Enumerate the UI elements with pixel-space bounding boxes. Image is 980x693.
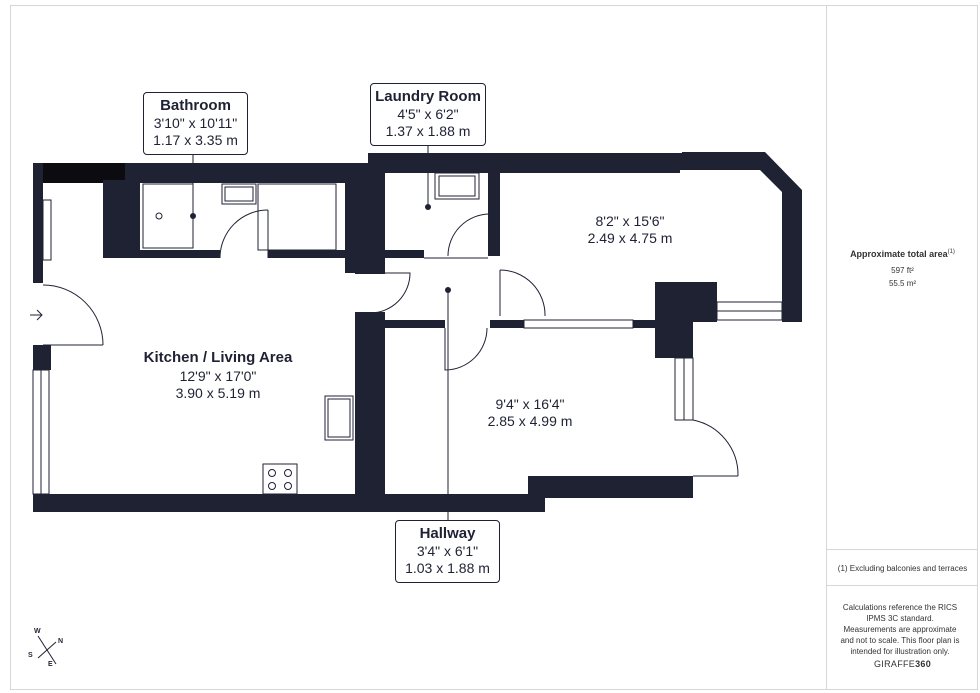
wall-segment — [33, 345, 51, 370]
wall-segment — [368, 153, 384, 273]
measure-points — [190, 204, 451, 293]
wall-segment — [498, 152, 802, 322]
sidebar-divider — [826, 5, 827, 690]
room-name: Bathroom — [160, 97, 231, 114]
room-dimensions-imperial: 4'5" x 6'2" — [397, 106, 459, 122]
room-dimensions-metric: 1.17 x 3.35 m — [153, 132, 238, 148]
wall-segment — [488, 163, 500, 256]
wall-segment — [660, 476, 693, 498]
brand-logo: GIRAFFE360 — [830, 659, 975, 669]
kitchen-living-label: Kitchen / Living Area 12'9" x 17'0" 3.90… — [128, 348, 308, 402]
room-dimensions-imperial: 3'10" x 10'11" — [153, 115, 238, 131]
wall-segment — [384, 250, 424, 258]
wall-segment — [33, 494, 363, 512]
wall-segment — [528, 476, 693, 498]
brand-suffix: 360 — [915, 659, 932, 669]
room-dimensions-imperial: 12'9" x 17'0" — [179, 368, 257, 384]
hallway-label: Hallway 3'4" x 6'1" 1.03 x 1.88 m — [395, 520, 500, 583]
compass-east: E — [48, 661, 53, 668]
page-frame — [10, 5, 978, 690]
footnote: (1) Excluding balconies and terraces — [837, 564, 968, 573]
wall-segment — [633, 320, 663, 328]
wall-segment — [33, 163, 43, 283]
disclaimer: Calculations reference the RICS IPMS 3C … — [840, 603, 960, 656]
laundry-room-label: Laundry Room 4'5" x 6'2" 1.37 x 1.88 m — [370, 83, 486, 146]
wall-segment — [368, 153, 498, 173]
reception-label: 9'4" x 16'4" 2.85 x 4.99 m — [470, 396, 590, 430]
room-name: Hallway — [419, 525, 476, 542]
wall-segment — [268, 250, 356, 258]
total-area-sqft: 597 ft² — [891, 266, 914, 275]
compass-west: W — [34, 628, 41, 635]
room-dimensions-metric: 2.85 x 4.99 m — [487, 413, 573, 429]
compass-north: N — [58, 638, 64, 645]
room-dimensions-metric: 3.90 x 5.19 m — [175, 385, 261, 401]
room-dimensions-imperial: 3'4" x 6'1" — [416, 543, 479, 559]
total-area-title-text: Approximate total area — [850, 249, 948, 259]
room-dimensions-imperial: 8'2" x 15'6" — [595, 213, 665, 229]
total-area-sqm: 55.5 m² — [888, 279, 917, 288]
compass-south: S — [28, 652, 33, 659]
sidebar-separator-top — [827, 549, 978, 550]
wall-segment — [490, 320, 524, 328]
bedroom-label: 8'2" x 15'6" 2.49 x 4.75 m — [570, 213, 690, 247]
compass-icon: W N S E — [28, 628, 68, 672]
room-dimensions-imperial: 9'4" x 16'4" — [495, 396, 565, 412]
total-area-title: Approximate total area(1) — [830, 249, 975, 259]
room-dimensions-metric: 1.03 x 1.88 m — [405, 560, 490, 576]
wall-segment — [40, 163, 125, 183]
room-dimensions-metric: 2.49 x 4.75 m — [587, 230, 673, 246]
brand-prefix: GIRAFFE — [873, 659, 916, 669]
room-name: Laundry Room — [375, 88, 481, 105]
wall-segment — [385, 320, 445, 328]
walls — [33, 152, 802, 512]
bathroom-label: Bathroom 3'10" x 10'11" 1.17 x 3.35 m — [143, 92, 248, 155]
fixtures — [30, 146, 783, 520]
footnote-mark: (1) — [947, 249, 955, 255]
sidebar-separator-bottom — [827, 585, 978, 586]
room-dimensions-metric: 1.37 x 1.88 m — [385, 123, 471, 139]
wall-segment — [355, 312, 385, 512]
wall-segment — [103, 250, 220, 258]
wall-segment — [355, 494, 545, 512]
floor-plan — [30, 146, 802, 520]
wall-segment — [103, 180, 140, 258]
total-area-block: Approximate total area(1) 597 ft² 55.5 m… — [830, 249, 975, 289]
room-name: Kitchen / Living Area — [143, 349, 293, 366]
